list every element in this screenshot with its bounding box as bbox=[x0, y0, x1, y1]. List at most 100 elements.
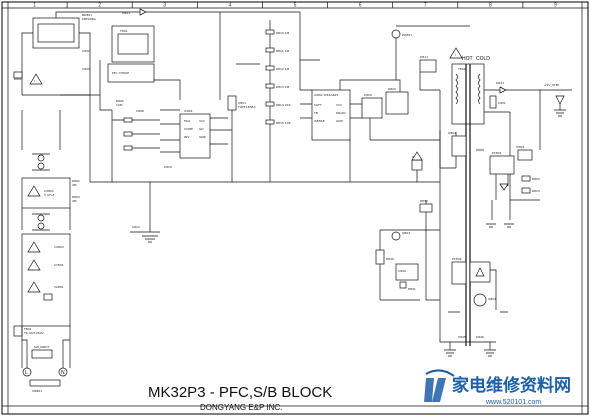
svg-text:C812: C812 bbox=[132, 225, 140, 229]
svg-text:MUL: MUL bbox=[184, 119, 191, 123]
svg-text:T802: T802 bbox=[457, 67, 466, 71]
svg-text:C845: C845 bbox=[458, 335, 466, 339]
transformer-section: ! HOT COLD T802 R830 bbox=[419, 47, 490, 346]
svg-text:PFC CHOKE: PFC CHOKE bbox=[112, 71, 129, 75]
svg-text:D811: D811 bbox=[420, 55, 428, 59]
frame-tick-label: 6 bbox=[359, 3, 362, 9]
svg-text:2M: 2M bbox=[72, 183, 77, 187]
svg-text:R801: R801 bbox=[14, 77, 22, 81]
svg-text:IC821: IC821 bbox=[516, 145, 525, 149]
svg-text:!: ! bbox=[34, 79, 35, 83]
svg-text:C840: C840 bbox=[398, 269, 406, 273]
svg-text:F801: F801 bbox=[24, 327, 32, 331]
svg-text:CY801: CY801 bbox=[54, 263, 64, 267]
svg-text:VCC: VCC bbox=[336, 103, 342, 107]
watermark-emblem-icon bbox=[424, 378, 446, 402]
svg-text:R805: R805 bbox=[116, 99, 124, 103]
svg-text:PC801: PC801 bbox=[492, 151, 502, 155]
standby-controller-section: IC802 ICE2A265 SOFT FB ISENSE VCC DRAIN … bbox=[299, 25, 470, 182]
svg-text:FQPF13N50: FQPF13N50 bbox=[238, 105, 256, 109]
svg-text:Q804: Q804 bbox=[488, 297, 496, 301]
svg-text:PC802: PC802 bbox=[452, 257, 462, 261]
svg-text:VCC: VCC bbox=[199, 119, 205, 123]
svg-text:T801: T801 bbox=[119, 29, 128, 33]
frame-tick-label: 1 bbox=[33, 3, 36, 9]
frame-tick-label: 7 bbox=[424, 3, 427, 9]
schematic-title: MK32P3 - PFC,S/B BLOCK bbox=[148, 384, 332, 401]
frame-ticks: 1 2 3 4 5 6 7 8 9 bbox=[33, 2, 557, 9]
svg-text:ISENSE: ISENSE bbox=[314, 119, 325, 123]
svg-text:T6.3AH 250V: T6.3AH 250V bbox=[23, 331, 45, 335]
svg-text:C820: C820 bbox=[364, 93, 372, 97]
svg-text:R812 1M: R812 1M bbox=[276, 67, 290, 71]
pfc-controller-section: T801 PFC CHOKE D801 IC801 MUL COMP INV V… bbox=[60, 8, 440, 243]
frame-tick-label: 2 bbox=[98, 3, 101, 9]
svg-text:COMP: COMP bbox=[184, 127, 193, 131]
svg-text:VA801: VA801 bbox=[54, 285, 64, 289]
svg-text:C803: C803 bbox=[82, 67, 90, 71]
svg-text:10M: 10M bbox=[116, 103, 123, 107]
svg-text:GND: GND bbox=[199, 135, 207, 139]
svg-text:R810 1M: R810 1M bbox=[276, 31, 290, 35]
live-terminal-label: L bbox=[25, 370, 28, 376]
svg-text:GD: GD bbox=[199, 127, 204, 131]
watermark-url: www.520101.com bbox=[485, 399, 541, 406]
watermark-text: 家电维修资料网 bbox=[452, 375, 571, 396]
svg-text:SOFT: SOFT bbox=[314, 103, 322, 107]
relay-section: Q803 R840 C840 R841 PC802 Q804 C845 C846 bbox=[375, 229, 508, 357]
svg-text:+5V_STBY: +5V_STBY bbox=[544, 83, 560, 87]
svg-text:R814 22K: R814 22K bbox=[276, 103, 292, 107]
svg-text:C846: C846 bbox=[476, 335, 484, 339]
frame-tick-label: 5 bbox=[294, 3, 297, 9]
svg-text:ZD801: ZD801 bbox=[402, 33, 412, 37]
svg-text:Q801: Q801 bbox=[238, 101, 246, 105]
frame-tick-label: 4 bbox=[228, 3, 231, 9]
svg-text:C808: C808 bbox=[136, 109, 144, 113]
neutral-terminal-label: N bbox=[61, 370, 65, 376]
svg-text:SW_INPUT: SW_INPUT bbox=[34, 345, 50, 349]
svg-text:DRAIN: DRAIN bbox=[336, 111, 345, 115]
svg-text:R823: R823 bbox=[532, 189, 540, 193]
company-name: DONGYANG E&P INC. bbox=[200, 403, 282, 412]
watermark-logo: 家电维修资料网 www.520101.com bbox=[424, 369, 571, 406]
svg-text:C821: C821 bbox=[498, 101, 506, 105]
input-filter-section: BD801 KBP206G C802 C803 R801 ! CX801 0.4… bbox=[13, 11, 150, 393]
svg-text:R830: R830 bbox=[420, 199, 428, 203]
svg-text:GND: GND bbox=[336, 119, 344, 123]
svg-text:FB: FB bbox=[314, 111, 318, 115]
svg-text:D821: D821 bbox=[496, 81, 504, 85]
cold-side-label: COLD bbox=[476, 56, 490, 62]
hot-side-label: HOT bbox=[462, 56, 473, 62]
svg-text:C810: C810 bbox=[164, 165, 172, 169]
frame-tick-label: 8 bbox=[489, 3, 492, 9]
svg-text:R813 1M: R813 1M bbox=[276, 85, 290, 89]
svg-text:0.47uF: 0.47uF bbox=[44, 193, 55, 197]
svg-text:CX802: CX802 bbox=[54, 245, 64, 249]
svg-text:R815 10K: R815 10K bbox=[276, 121, 292, 125]
svg-text:INV: INV bbox=[184, 135, 190, 139]
svg-text:Q803: Q803 bbox=[402, 231, 410, 235]
svg-text:KBP206G: KBP206G bbox=[82, 17, 97, 21]
svg-text:R811 1M: R811 1M bbox=[276, 49, 290, 53]
svg-text:!: ! bbox=[455, 53, 456, 57]
svg-text:R840: R840 bbox=[386, 257, 394, 261]
svg-text:R820: R820 bbox=[388, 87, 396, 91]
frame-tick-label: 9 bbox=[554, 3, 557, 9]
svg-text:BD801: BD801 bbox=[82, 13, 92, 17]
svg-text:CN801: CN801 bbox=[32, 389, 42, 393]
svg-text:R802: R802 bbox=[72, 179, 80, 183]
svg-text:R822: R822 bbox=[532, 177, 540, 181]
secondary-output-section: D821 C821 +5V_STBY IC821 PC801 R822 R823… bbox=[439, 81, 572, 228]
svg-text:R841: R841 bbox=[408, 287, 416, 291]
svg-text:C802: C802 bbox=[82, 49, 90, 53]
svg-text:CX801: CX801 bbox=[44, 189, 54, 193]
svg-text:2M: 2M bbox=[72, 199, 77, 203]
frame-tick-label: 3 bbox=[163, 3, 166, 9]
svg-text:IC802 ICE2A265: IC802 ICE2A265 bbox=[314, 93, 338, 97]
svg-text:Q802: Q802 bbox=[448, 131, 456, 135]
svg-text:D801: D801 bbox=[122, 11, 130, 15]
svg-text:R803: R803 bbox=[72, 195, 80, 199]
svg-text:IC801: IC801 bbox=[184, 109, 193, 113]
